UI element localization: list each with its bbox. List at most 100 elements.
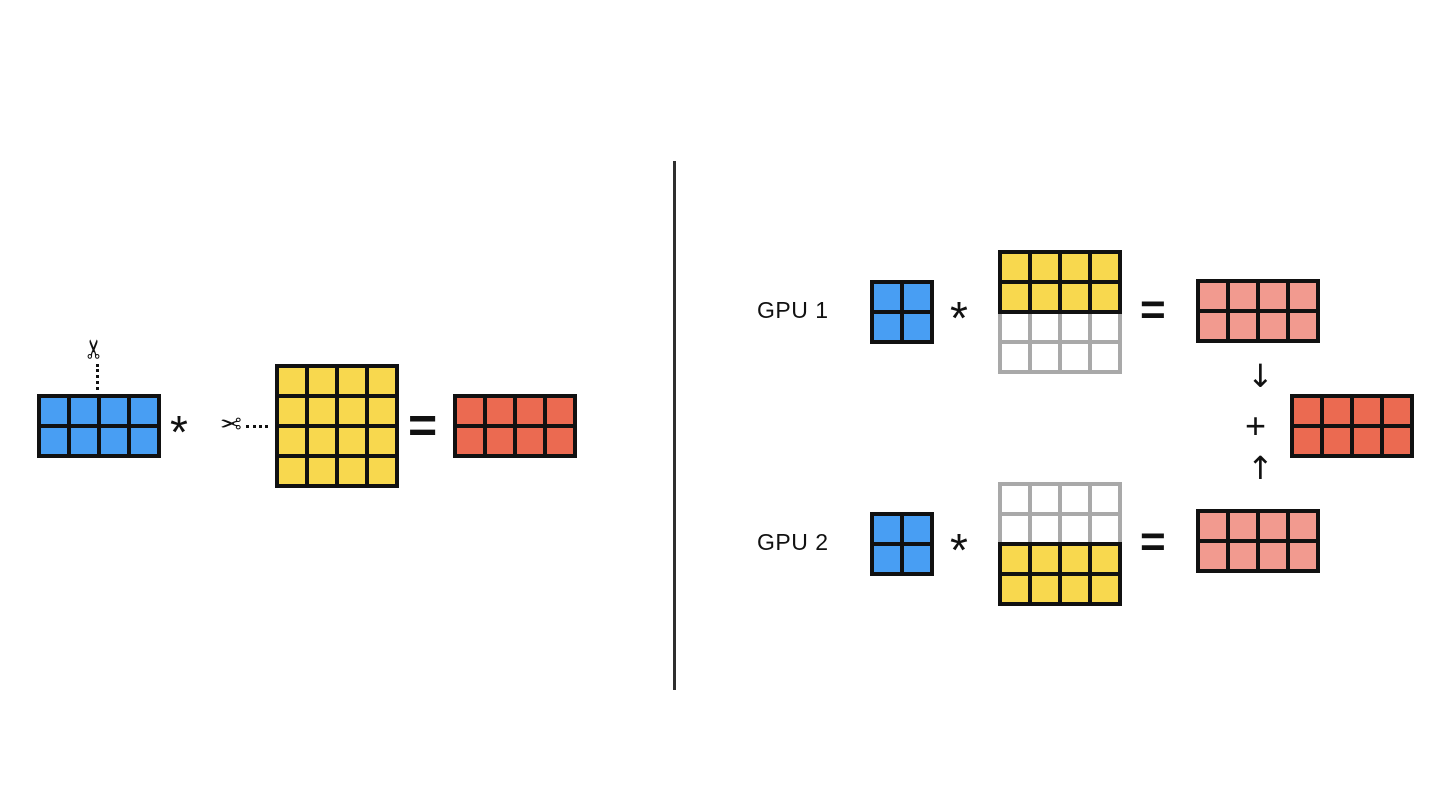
matrix-cell [1290,283,1316,309]
gpu2-weight-empty-half [998,482,1122,546]
matrix-cell [1092,284,1118,310]
gpu2-partial-result [1196,509,1320,573]
matrix-cell [309,428,335,454]
matrix-cell [131,398,157,424]
matrix-cell [904,546,930,572]
matrix-cell [279,458,305,484]
matrix-cell [309,398,335,424]
matrix-cell [1260,543,1286,569]
matrix-cell [1002,284,1028,310]
gpu1-weight-active-half [998,250,1122,314]
matrix-cell [1092,546,1118,572]
matrix-cell [279,398,305,424]
matrix-cell [101,398,127,424]
panel-divider [673,161,676,690]
matrix-cell [874,314,900,340]
matrix-cell [1230,283,1256,309]
matrix-cell [41,398,67,424]
matrix-cell [1200,513,1226,539]
matrix-cell [71,428,97,454]
matrix-cell [1260,283,1286,309]
matrix-cell [339,398,365,424]
equals-operator: = [408,397,438,453]
matrix-cell [279,428,305,454]
matrix-cell [71,398,97,424]
matrix-cell [1294,428,1320,454]
matrix-cell [1230,543,1256,569]
matrix-cell [1290,313,1316,339]
scissors-icon-vertical-cut: ✂ [79,338,110,360]
gpu1-multiply-operator: * [950,292,968,344]
scissors-icon-horizontal-cut: ✂ [220,410,242,440]
gpu2-label: GPU 2 [757,529,829,555]
matrix-cell [1384,398,1410,424]
arrow-up-icon: ↑ [1247,449,1274,487]
matrix-cell [1200,283,1226,309]
matrix-cell [1062,314,1088,340]
matrix-cell [131,428,157,454]
gpu1-equals-operator: = [1140,285,1166,334]
matrix-cell [339,428,365,454]
matrix-output-full [453,394,577,458]
matrix-cell [547,398,573,424]
matrix-cell [457,428,483,454]
matrix-cell [1032,516,1058,542]
matrix-cell [1002,516,1028,542]
matrix-cell [1032,254,1058,280]
matrix-cell [309,458,335,484]
matrix-cell [457,398,483,424]
matrix-cell [1092,486,1118,512]
matrix-cell [369,428,395,454]
matrix-cell [487,398,513,424]
gpu1-weight-empty-half [998,310,1122,374]
matrix-cell [1200,313,1226,339]
matrix-cell [369,368,395,394]
matrix-cell [339,458,365,484]
matrix-cell [41,428,67,454]
matrix-cell [1354,398,1380,424]
matrix-cell [904,516,930,542]
matrix-cell [1002,254,1028,280]
gpu1-input-shard [870,280,934,344]
gpu2-input-shard [870,512,934,576]
matrix-cell [101,428,127,454]
matrix-cell [1354,428,1380,454]
matrix-cell [1062,254,1088,280]
arrow-down-icon: ↓ [1247,357,1274,395]
matrix-cell [1002,314,1028,340]
matrix-cell [1062,576,1088,602]
matrix-cell [1092,314,1118,340]
matrix-cell [904,284,930,310]
matrix-cell [874,546,900,572]
matrix-cell [1290,543,1316,569]
matrix-cell [279,368,305,394]
gpu2-weight-active-half [998,542,1122,606]
plus-operator: + [1245,405,1267,446]
matrix-cell [1032,344,1058,370]
matrix-cell [1002,546,1028,572]
matrix-cell [1384,428,1410,454]
cut-line-horizontal [246,425,268,428]
matrix-cell [1002,344,1028,370]
matrix-cell [487,428,513,454]
matrix-cell [1200,543,1226,569]
matrix-cell [1002,486,1028,512]
matrix-cell [1324,428,1350,454]
gpu1-weight-shard [998,250,1122,374]
matrix-cell [1062,546,1088,572]
matrix-cell [874,516,900,542]
matrix-cell [369,458,395,484]
final-output-matrix [1290,394,1414,458]
matrix-cell [1062,516,1088,542]
matrix-cell [1062,486,1088,512]
matrix-cell [517,398,543,424]
matrix-cell [1062,284,1088,310]
matrix-cell [1062,344,1088,370]
matrix-cell [904,314,930,340]
matrix-cell [1260,313,1286,339]
matrix-cell [1290,513,1316,539]
gpu2-equals-operator: = [1140,517,1166,566]
matrix-input-full [37,394,161,458]
matrix-cell [517,428,543,454]
